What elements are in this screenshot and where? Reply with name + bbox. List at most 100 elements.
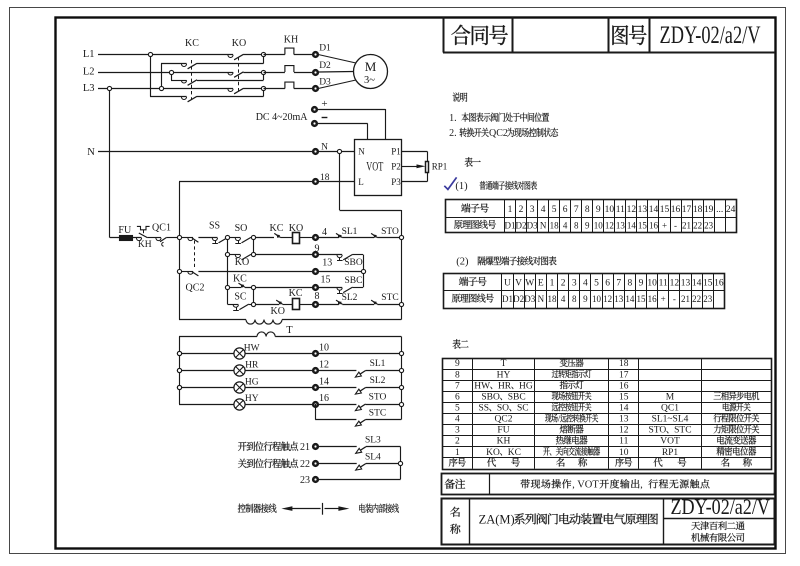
svg-text:L1: L1: [83, 49, 95, 60]
svg-text:1: 1: [508, 205, 513, 215]
svg-text:6: 6: [605, 278, 610, 288]
svg-text:STO: STO: [648, 426, 666, 436]
svg-text:VOT: VOT: [577, 480, 599, 491]
svg-text:SS: SS: [209, 221, 220, 232]
svg-text:SC: SC: [234, 292, 247, 303]
svg-text:HG: HG: [519, 381, 533, 391]
svg-text:+: +: [321, 98, 327, 110]
svg-text:STO: STO: [381, 227, 399, 237]
svg-text:KO: KO: [232, 38, 246, 49]
svg-text:12: 12: [603, 294, 612, 304]
svg-text:5: 5: [594, 278, 599, 288]
svg-text:2: 2: [519, 205, 524, 215]
svg-text:L: L: [358, 177, 364, 187]
svg-text:12: 12: [670, 278, 680, 288]
svg-text:8: 8: [574, 220, 579, 230]
svg-text:HR: HR: [245, 360, 259, 370]
svg-text:P2: P2: [391, 162, 401, 172]
svg-text:4: 4: [583, 278, 588, 288]
svg-text:16: 16: [714, 278, 724, 288]
svg-text:U: U: [504, 278, 511, 288]
svg-text:D1: D1: [505, 220, 516, 230]
svg-text:-: -: [673, 294, 676, 304]
svg-text:13: 13: [322, 258, 332, 269]
svg-text:21: 21: [300, 442, 310, 453]
svg-text:FU: FU: [497, 426, 509, 436]
svg-text:8: 8: [315, 291, 320, 302]
svg-text:14: 14: [625, 294, 635, 304]
svg-text:13: 13: [681, 278, 691, 288]
svg-text:D2: D2: [516, 220, 527, 230]
svg-text:6: 6: [563, 205, 568, 215]
svg-text:10: 10: [592, 294, 602, 304]
svg-text:KC: KC: [270, 223, 284, 234]
svg-text:SL1: SL1: [342, 227, 358, 237]
svg-text:15: 15: [660, 205, 670, 215]
svg-text:22: 22: [300, 459, 310, 470]
svg-text:8: 8: [572, 294, 577, 304]
svg-text:STC: STC: [369, 408, 386, 418]
svg-text:21: 21: [682, 220, 691, 230]
svg-text:8: 8: [585, 205, 590, 215]
svg-text:11: 11: [616, 205, 625, 215]
svg-text:D2: D2: [319, 61, 331, 71]
svg-text:KC: KC: [508, 448, 521, 458]
svg-text:7: 7: [455, 381, 460, 391]
svg-text:4: 4: [561, 294, 566, 304]
svg-text:QC1: QC1: [661, 404, 679, 414]
svg-text:KO: KO: [235, 257, 249, 268]
svg-text:E: E: [538, 278, 544, 288]
svg-text:18: 18: [550, 220, 560, 230]
svg-text:KO: KO: [289, 223, 303, 234]
svg-text:5: 5: [552, 205, 557, 215]
svg-text:KO: KO: [486, 448, 500, 458]
svg-text:SL2: SL2: [342, 293, 358, 303]
svg-text:12: 12: [605, 220, 614, 230]
svg-text:10: 10: [594, 220, 604, 230]
svg-text:16: 16: [648, 294, 658, 304]
svg-text:15: 15: [638, 220, 648, 230]
svg-text:6: 6: [455, 392, 460, 402]
svg-text:9: 9: [639, 278, 644, 288]
svg-text:19: 19: [704, 205, 714, 215]
svg-text:18: 18: [619, 359, 629, 369]
svg-text:FU: FU: [118, 225, 132, 236]
svg-text:SL2: SL2: [370, 376, 386, 386]
svg-text:1: 1: [550, 278, 555, 288]
svg-text:D1: D1: [502, 294, 513, 304]
svg-text:15: 15: [619, 392, 629, 402]
svg-text:22: 22: [692, 294, 701, 304]
svg-text:N: N: [87, 147, 95, 158]
svg-text:SS: SS: [478, 404, 489, 414]
svg-text:SBC: SBC: [345, 276, 363, 286]
svg-text:KC: KC: [233, 273, 247, 284]
svg-text:9: 9: [596, 205, 601, 215]
svg-text:T: T: [286, 325, 293, 336]
svg-text:9: 9: [585, 220, 590, 230]
svg-text:13: 13: [638, 205, 648, 215]
svg-text:15: 15: [636, 294, 646, 304]
svg-text:10: 10: [319, 343, 329, 354]
svg-text:VOT: VOT: [366, 159, 383, 174]
svg-text:SL1~SL4: SL1~SL4: [652, 415, 689, 425]
svg-text:M: M: [666, 392, 675, 402]
svg-text:16: 16: [649, 220, 659, 230]
svg-text:DC 4~20mA: DC 4~20mA: [256, 112, 309, 123]
svg-text:15: 15: [703, 278, 713, 288]
svg-text:STO: STO: [369, 393, 387, 403]
svg-text:D2: D2: [513, 294, 524, 304]
svg-text:12: 12: [619, 426, 629, 436]
svg-text:KH: KH: [497, 437, 511, 447]
svg-text:10: 10: [647, 278, 657, 288]
svg-text:12: 12: [627, 205, 637, 215]
svg-text:HR: HR: [498, 381, 512, 391]
svg-text:18: 18: [547, 294, 557, 304]
svg-text:HY: HY: [497, 370, 511, 380]
svg-text:10: 10: [605, 205, 615, 215]
svg-text:3~: 3~: [364, 75, 375, 86]
svg-text:16: 16: [619, 381, 629, 391]
svg-text:ZDY-02/a2/V: ZDY-02/a2/V: [670, 494, 770, 519]
svg-text:9: 9: [315, 244, 320, 255]
svg-text:(2): (2): [456, 257, 469, 268]
svg-text:+: +: [661, 294, 666, 304]
